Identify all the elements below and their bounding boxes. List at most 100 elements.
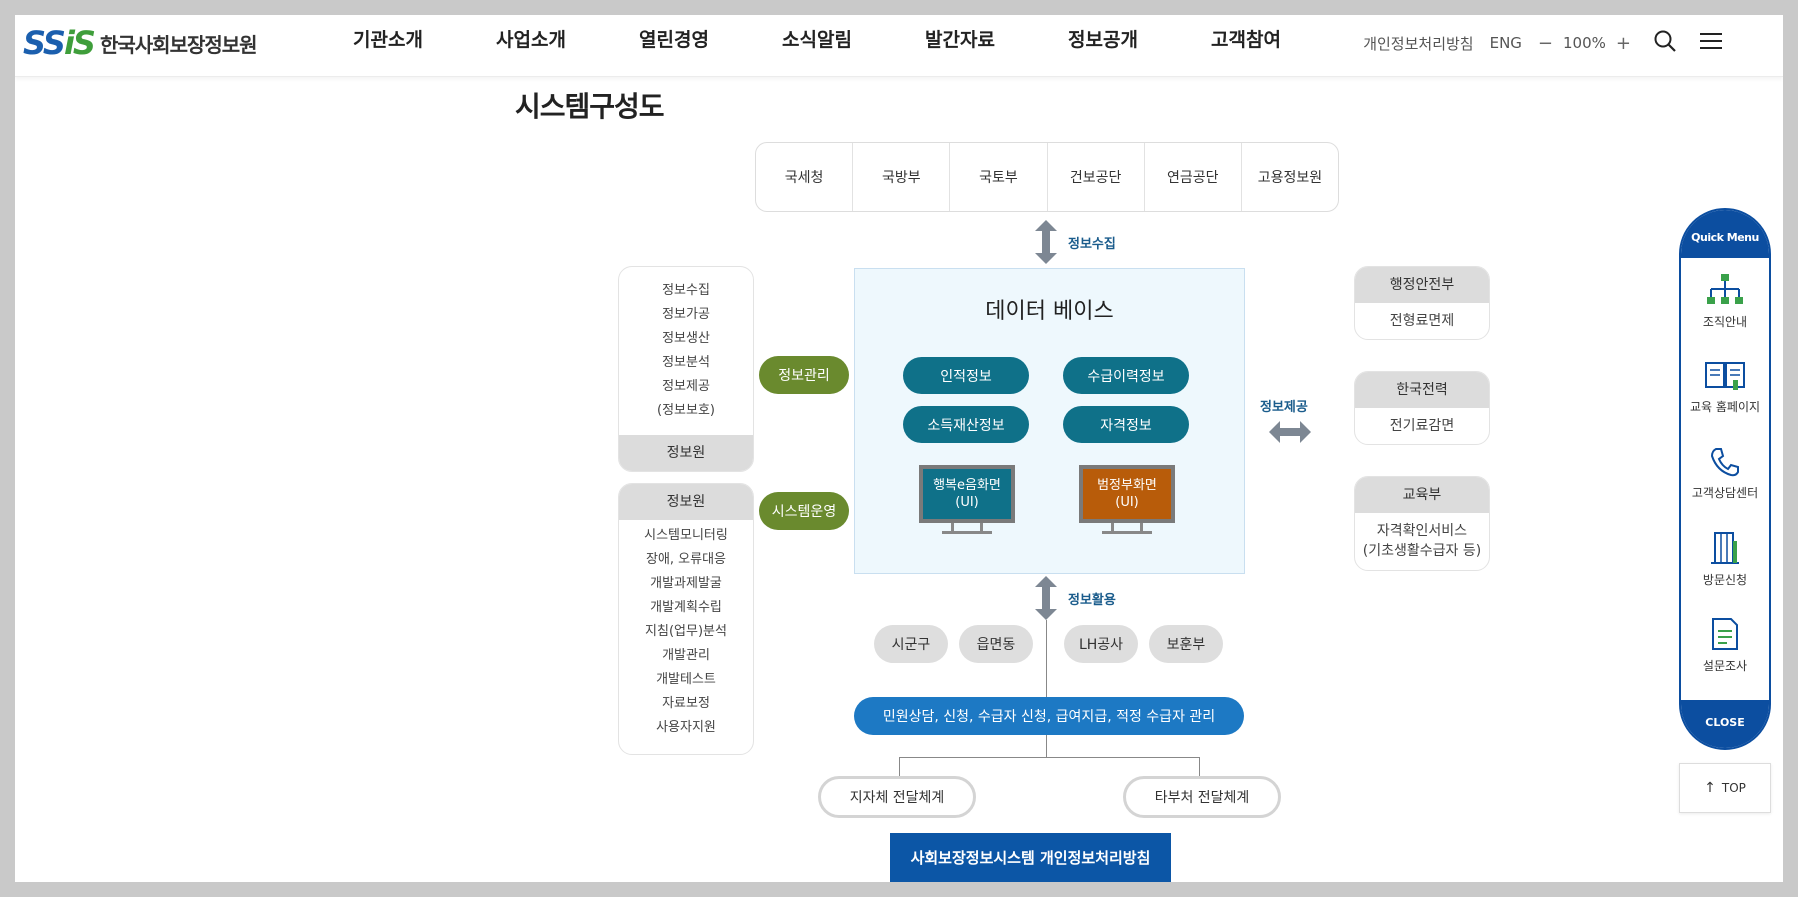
agency-item: 건보공단 (1048, 143, 1145, 211)
zoom-out-button[interactable]: − (1537, 32, 1554, 54)
function-item: 정보가공 (662, 307, 710, 322)
ministry-name: 한국전력 (1355, 372, 1489, 408)
info-management-pill: 정보관리 (759, 356, 849, 394)
task-item: 지침(업무)분석 (645, 624, 727, 639)
screen-title: 범정부화면 (1097, 478, 1157, 493)
data-category-pill: 수급이력정보 (1063, 357, 1189, 394)
connector-line (1199, 757, 1200, 776)
nav-item-about[interactable]: 기관소개 (353, 29, 423, 51)
arrow-up-icon: ↑ (1704, 780, 1716, 796)
quick-menu-close-button[interactable]: CLOSE (1681, 700, 1769, 748)
connector-line (1046, 620, 1047, 697)
function-item: 정보수집 (662, 283, 710, 298)
ministry-name: 행정안전부 (1355, 267, 1489, 303)
logo-mark: SSiS (23, 24, 96, 62)
use-arrow-icon (1035, 576, 1057, 620)
ministry-box: 교육부 자격확인서비스 (기초생활수급자 등) (1354, 476, 1490, 571)
agency-item: 연금공단 (1145, 143, 1242, 211)
org-pill: 시군구 (874, 625, 948, 663)
nav-item-disclosure[interactable]: 정보공개 (1068, 29, 1138, 51)
data-category-pill: 자격정보 (1063, 406, 1189, 443)
hamburger-menu-icon[interactable] (1699, 31, 1723, 55)
quick-item-label: 교육 홈페이지 (1689, 399, 1761, 414)
monitor-screen: 범정부화면 (UI) (1079, 465, 1175, 523)
flow-label-provide: 정보제공 (1260, 400, 1308, 415)
open-book-icon (1705, 361, 1745, 390)
database-title: 데이터 베이스 (985, 299, 1114, 324)
screen-subtitle: (UI) (1115, 495, 1139, 510)
system-ops-box: 정보원 시스템모니터링 장애, 오류대응 개발과제발굴 개발계획수립 지침(업무… (618, 483, 754, 755)
monitor-icon: 범정부화면 (UI) (1079, 465, 1175, 534)
org-pill: 보훈부 (1149, 625, 1223, 663)
quick-item-label: 고객상담센터 (1691, 485, 1759, 500)
agency-item: 국방부 (853, 143, 951, 211)
logo-text: 한국사회보장정보원 (99, 32, 258, 57)
source-agencies: 국세청 국방부 국토부 건보공단 연금공단 고용정보원 (755, 142, 1339, 212)
building-icon (1711, 531, 1739, 564)
privacy-policy-button[interactable]: 사회보장정보시스템 개인정보처리방침 (890, 833, 1171, 882)
quick-item-education[interactable]: 교육 홈페이지 (1681, 344, 1769, 430)
quick-item-label: 설문조사 (1702, 658, 1748, 673)
service-summary-bar: 민원상담, 신청, 수급자 신청, 급여지급, 적정 수급자 관리 (854, 697, 1244, 735)
service-name: (기초생활수급자 등) (1362, 543, 1482, 559)
nav-item-management[interactable]: 열린경영 (639, 29, 709, 51)
task-item: 개발과제발굴 (650, 576, 722, 591)
screen-subtitle: (UI) (955, 495, 979, 510)
main-nav: 기관소개 사업소개 열린경영 소식알림 발간자료 정보공개 고객참여 (353, 25, 1354, 52)
zoom-level: 100% (1563, 34, 1606, 52)
ministry-box: 한국전력 전기료감면 (1354, 371, 1490, 445)
english-link[interactable]: ENG (1489, 34, 1522, 52)
nav-item-business[interactable]: 사업소개 (496, 29, 566, 51)
privacy-policy-link[interactable]: 개인정보처리방침 (1363, 34, 1474, 53)
quick-item-visit[interactable]: 방문신청 (1681, 516, 1769, 602)
quick-menu: Quick Menu 조직안내 교육 홈페이지 고객상담센터 방문신청 (1679, 208, 1771, 750)
quick-item-label: 방문신청 (1702, 572, 1748, 587)
task-item: 사용자지원 (656, 720, 716, 735)
phone-icon (1710, 447, 1739, 476)
document-icon (1712, 617, 1738, 650)
nav-item-news[interactable]: 소식알림 (782, 29, 852, 51)
quick-item-label: 조직안내 (1702, 314, 1748, 329)
info-service-box: 정보수집 정보가공 정보생산 정보분석 정보제공 (정보보호) 정보원 (618, 266, 754, 472)
service-name: 전형료면제 (1389, 313, 1455, 329)
site-logo[interactable]: SSiS 한국사회보장정보원 (23, 21, 258, 65)
search-icon[interactable] (1653, 29, 1677, 57)
nav-item-participation[interactable]: 고객참여 (1211, 29, 1281, 51)
screen-title: 행복e음화면 (933, 478, 1001, 493)
function-item: 정보제공 (662, 379, 710, 394)
ministry-delivery-pill: 타부처 전달체계 (1123, 776, 1281, 818)
data-category-pill: 인적정보 (903, 357, 1029, 394)
quick-item-call-center[interactable]: 고객상담센터 (1681, 430, 1769, 516)
connector-line (1046, 735, 1047, 757)
agency-item: 국토부 (950, 143, 1048, 211)
provide-arrow-icon (1269, 421, 1311, 443)
connector-line (899, 757, 1199, 758)
utility-bar: 개인정보처리방침 ENG − 100% + (1347, 29, 1723, 57)
local-delivery-pill: 지자체 전달체계 (818, 776, 976, 818)
monitor-screen: 행복e음화면 (UI) (919, 465, 1015, 523)
org-pill: 읍면동 (959, 625, 1033, 663)
collect-arrow-icon (1035, 220, 1057, 264)
site-header: SSiS 한국사회보장정보원 기관소개 사업소개 열린경영 소식알림 발간자료 … (15, 15, 1783, 77)
org-chart-icon (1707, 273, 1743, 304)
data-category-pill: 소득재산정보 (903, 406, 1029, 443)
quick-item-organization[interactable]: 조직안내 (1681, 258, 1769, 344)
flow-label-use: 정보활용 (1068, 593, 1116, 608)
org-pill: LH공사 (1064, 625, 1138, 663)
page-frame: SSiS 한국사회보장정보원 기관소개 사업소개 열린경영 소식알림 발간자료 … (15, 15, 1783, 882)
quick-item-survey[interactable]: 설문조사 (1681, 602, 1769, 688)
task-item: 장애, 오류대응 (645, 552, 727, 567)
quick-menu-title: Quick Menu (1681, 210, 1769, 258)
nav-item-publications[interactable]: 발간자료 (925, 29, 995, 51)
function-item: 정보생산 (662, 331, 710, 346)
flow-label-collect: 정보수집 (1068, 237, 1116, 252)
function-item: (정보보호) (657, 403, 715, 418)
task-item: 개발관리 (662, 648, 710, 663)
scroll-top-button[interactable]: ↑ TOP (1679, 763, 1771, 813)
task-item: 개발테스트 (656, 672, 716, 687)
connector-line (899, 757, 900, 776)
system-operation-pill: 시스템운영 (759, 492, 849, 530)
agency-item: 국세청 (756, 143, 854, 211)
service-name: 전기료감면 (1389, 418, 1455, 434)
zoom-in-button[interactable]: + (1615, 32, 1631, 54)
